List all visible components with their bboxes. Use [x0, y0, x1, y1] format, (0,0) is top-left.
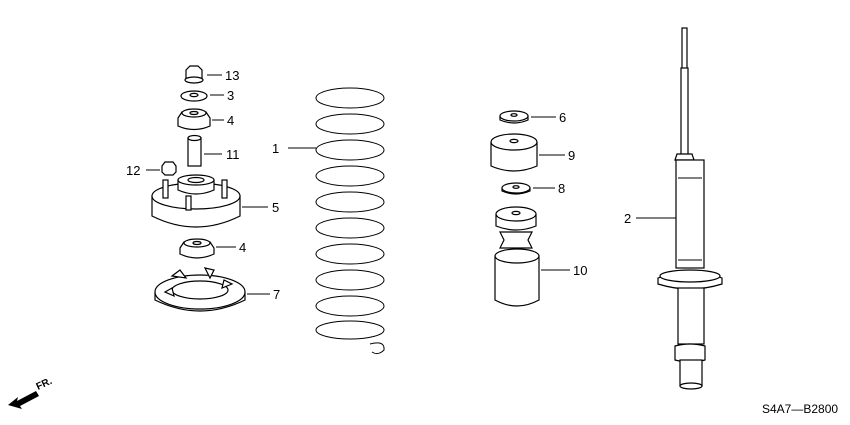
- part-1-coil-spring: [288, 87, 385, 355]
- callout-3: 3: [227, 88, 234, 103]
- part-12-nut: [146, 161, 177, 176]
- callout-12: 12: [126, 163, 140, 178]
- callout-2: 2: [624, 211, 631, 226]
- part-10-bump-stop-boot: [494, 206, 570, 307]
- front-direction-label: FR.: [35, 376, 54, 393]
- part-2-shock-absorber: [636, 27, 723, 390]
- part-8-washer: [501, 182, 555, 195]
- front-direction-arrow: [8, 391, 39, 409]
- part-4-lower-bushing: [179, 238, 236, 259]
- callout-8: 8: [558, 181, 565, 196]
- callout-9: 9: [568, 148, 575, 163]
- callout-4-upper: 4: [227, 113, 234, 128]
- callout-4-lower: 4: [239, 240, 246, 255]
- diagram-code: S4A7—B2800: [762, 402, 838, 416]
- callout-1: 1: [272, 141, 279, 156]
- part-3-washer: [180, 90, 224, 102]
- part-7-spring-seat-rubber: [154, 267, 270, 312]
- callout-10: 10: [573, 263, 587, 278]
- part-6-washer: [499, 110, 556, 124]
- part-11-collar: [187, 134, 222, 167]
- part-9-rubber-mount: [490, 133, 565, 172]
- callout-5: 5: [272, 200, 279, 215]
- callout-13: 13: [225, 68, 239, 83]
- part-5-shock-mount-base: [151, 174, 268, 228]
- part-13-flange-nut: [184, 65, 222, 84]
- callout-6: 6: [559, 110, 566, 125]
- part-4-upper-bushing: [177, 108, 224, 131]
- callout-7: 7: [273, 287, 280, 302]
- callout-11: 11: [226, 147, 240, 162]
